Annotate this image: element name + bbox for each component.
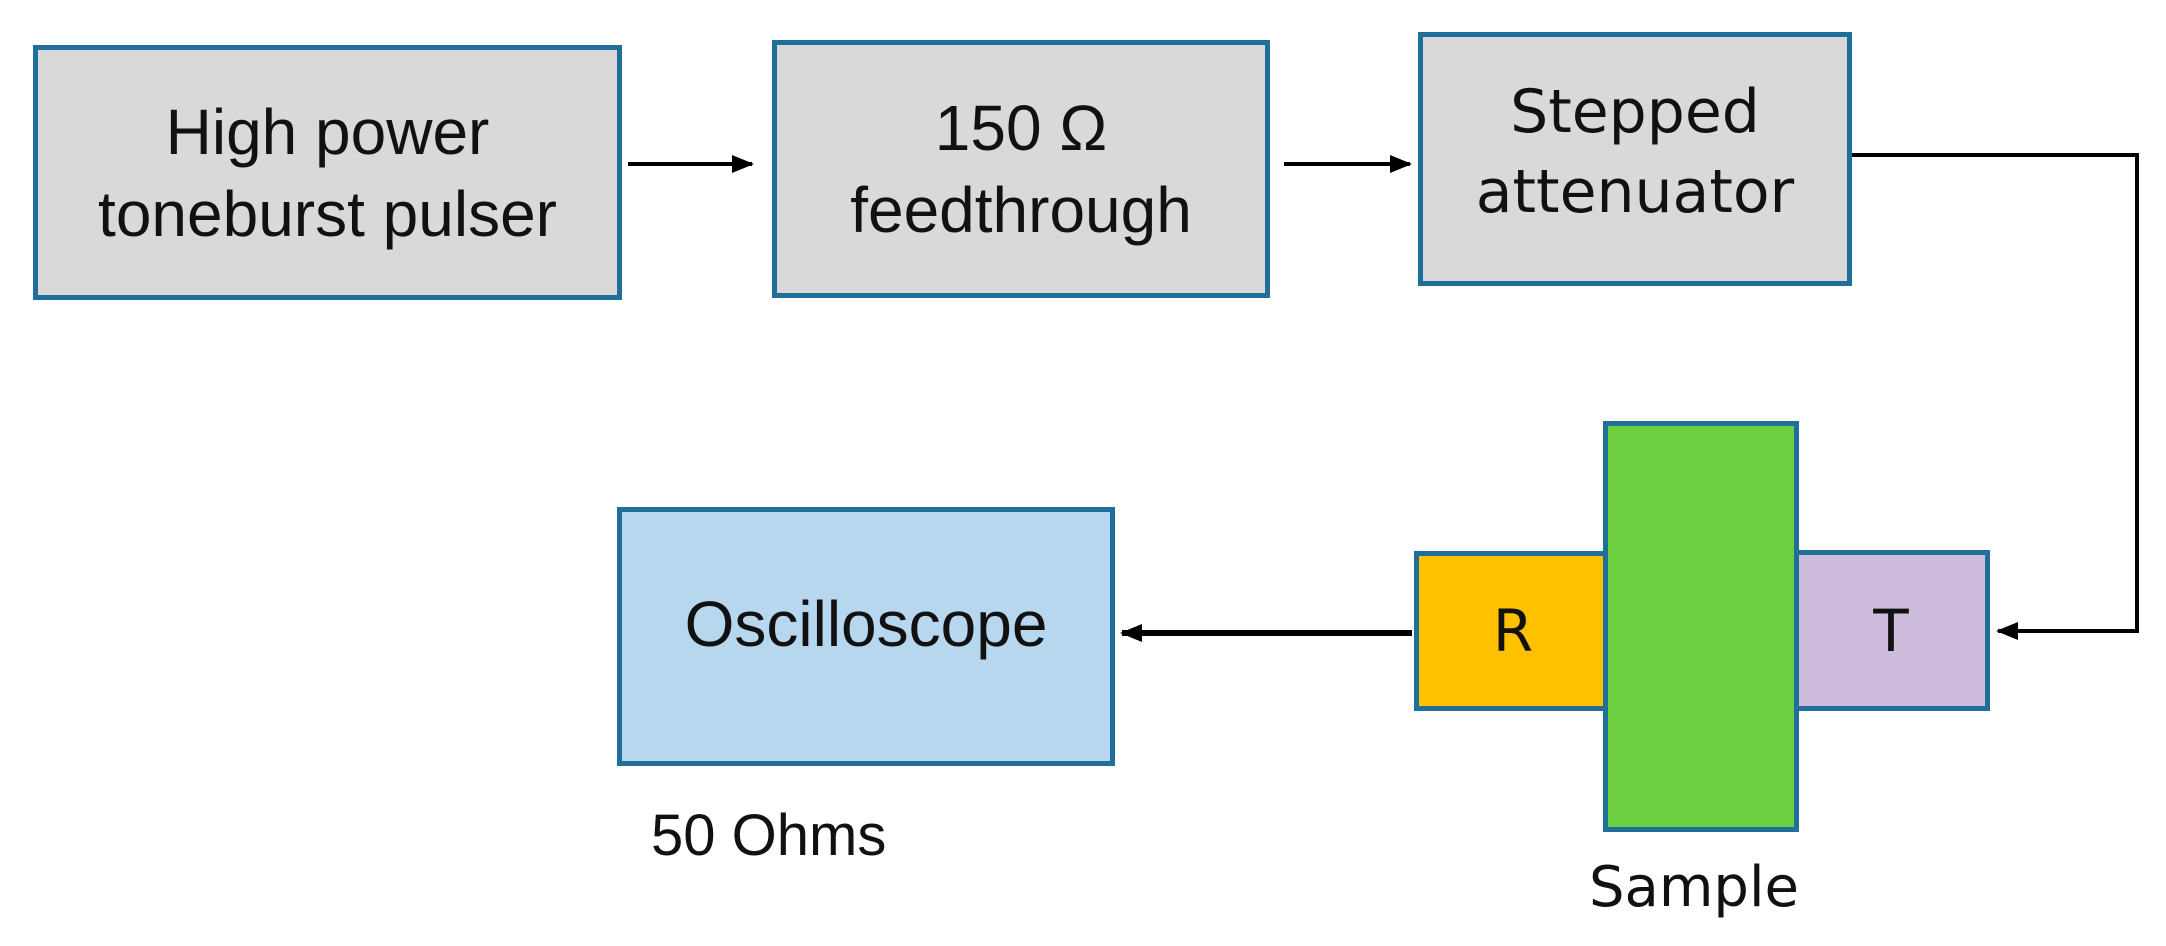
oscilloscope-label: Oscilloscope	[684, 587, 1048, 660]
receiver-label: R	[1492, 597, 1534, 665]
feedthrough-box: 150 Ω feedthrough	[772, 40, 1270, 298]
pulser-label-line1: High power	[165, 95, 490, 168]
attenuator-label-line2: attenuator	[1475, 157, 1795, 227]
sample-label: Sample	[1589, 855, 1799, 920]
pulser-box: High power toneburst pulser	[33, 45, 622, 300]
transmitter-label: T	[1873, 596, 1909, 665]
oscilloscope-box: Oscilloscope	[617, 507, 1115, 766]
oscilloscope-impedance-label: 50 Ohms	[651, 803, 887, 868]
feedthrough-label-line1: 150 Ω	[934, 92, 1108, 164]
attenuator-label-line1: Stepped	[1510, 77, 1760, 147]
transmitter-transducer: T	[1792, 550, 1990, 711]
sample-block	[1603, 421, 1799, 832]
attenuator-box: Stepped attenuator	[1418, 32, 1852, 286]
arrow-attenuator-to-transmitter	[1852, 153, 2139, 640]
pulser-label-line2: toneburst pulser	[98, 177, 557, 250]
receiver-transducer: R	[1414, 551, 1612, 711]
feedthrough-label-line2: feedthrough	[850, 174, 1192, 246]
